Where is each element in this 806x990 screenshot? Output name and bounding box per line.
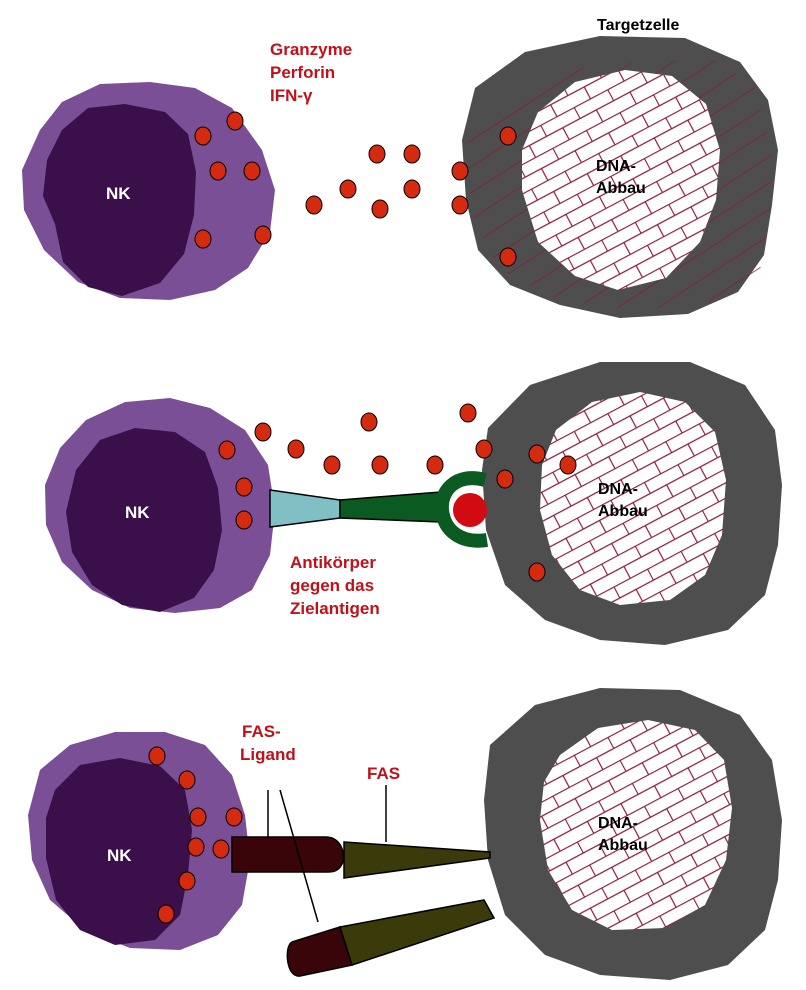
- nk-nucleus-1: [43, 104, 196, 296]
- target-cell-label: Targetzelle: [597, 17, 680, 34]
- granule: [371, 455, 389, 475]
- fas-ligand-label-1: FAS-: [242, 722, 281, 741]
- granule: [459, 403, 477, 423]
- dna-label-2a: DNA-: [598, 481, 638, 498]
- granule: [243, 161, 261, 181]
- granule: [209, 161, 227, 181]
- granule: [254, 422, 272, 442]
- panel-antibody-adcc: NK DNA- Abbau Antikörper gegen das Ziela…: [45, 362, 782, 645]
- antibody-label-1: Antikörper: [290, 553, 376, 572]
- granule: [371, 199, 389, 219]
- granule: [403, 179, 421, 199]
- antibody-binding-arm: [434, 471, 489, 548]
- granule: [254, 225, 272, 245]
- target-nucleus-1: [522, 70, 720, 290]
- granule: [305, 195, 323, 215]
- dna-label-3a: DNA-: [598, 815, 638, 832]
- ifn-gamma-label: IFN-γ: [270, 86, 313, 105]
- fas-label: FAS: [367, 764, 400, 783]
- nk-nucleus-3: [46, 758, 192, 945]
- granule: [559, 455, 577, 475]
- ligand-pointer-2: [279, 789, 319, 923]
- antibody-label-2: gegen das: [290, 576, 374, 595]
- granule: [226, 111, 244, 131]
- granule: [426, 455, 444, 475]
- granules-3: [148, 746, 243, 924]
- granule: [287, 439, 305, 459]
- target-nucleus-3: [540, 720, 732, 930]
- fas-receptor-bound: [343, 841, 491, 879]
- dna-label-2b: Abbau: [598, 503, 648, 520]
- dna-label-1b: Abbau: [596, 180, 646, 197]
- nk-label-2: NK: [125, 503, 150, 522]
- granule: [189, 807, 207, 827]
- granule: [178, 770, 196, 790]
- granule: [475, 439, 493, 459]
- fas-ligand-soluble: [286, 926, 353, 977]
- target-antigen: [453, 493, 487, 527]
- antibody-fc-segment: [339, 491, 441, 523]
- granule: [178, 871, 196, 891]
- dna-label-3b: Abbau: [598, 837, 648, 854]
- granule: [225, 807, 243, 827]
- granules-2: [218, 403, 577, 582]
- granule: [528, 562, 546, 582]
- granule: [339, 179, 357, 199]
- fas-ligand-label-2: Ligand: [240, 745, 296, 764]
- granule: [499, 126, 517, 146]
- granule: [235, 510, 253, 530]
- granule: [451, 161, 469, 181]
- granule: [496, 469, 514, 489]
- granzyme-label: Granzyme: [270, 40, 352, 59]
- fas-receptor-soluble: [339, 899, 496, 966]
- granule: [212, 839, 230, 859]
- granule: [323, 455, 341, 475]
- granule: [187, 837, 205, 857]
- nk-label-3: NK: [107, 846, 132, 865]
- target-nucleus-2: [540, 392, 726, 605]
- dna-label-1a: DNA-: [596, 158, 636, 175]
- nk-label-1: NK: [106, 184, 131, 203]
- granule: [360, 412, 378, 432]
- granule: [499, 247, 517, 267]
- granule: [157, 904, 175, 924]
- panel-fas-pathway: NK DNA- Abbau FAS- Ligand FAS: [28, 688, 782, 980]
- granules-1: [194, 111, 517, 267]
- granule: [194, 229, 212, 249]
- granule: [528, 444, 546, 464]
- granule: [148, 746, 166, 766]
- granule: [403, 144, 421, 164]
- granule: [235, 477, 253, 497]
- perforin-label: Perforin: [270, 63, 335, 82]
- antibody-fab-segment: [269, 489, 341, 528]
- granule: [194, 126, 212, 146]
- fas-ligand-membrane: [231, 836, 345, 873]
- antibody-label-3: Zielantigen: [290, 599, 380, 618]
- nk-nucleus-2: [66, 428, 222, 612]
- panel-granzyme-perforin: NK DNA- Abbau Targetzelle Granzyme Perfo…: [22, 17, 778, 318]
- granule: [218, 440, 236, 460]
- granule: [368, 144, 386, 164]
- granule: [451, 195, 469, 215]
